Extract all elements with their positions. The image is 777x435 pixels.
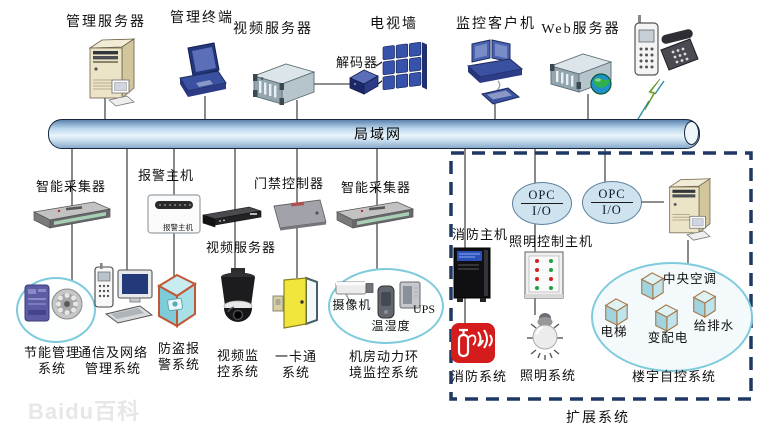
temp-humidity-label: 温湿度 bbox=[371, 319, 411, 333]
alarm-host-label: 报警主机 bbox=[137, 168, 195, 183]
burglar-alarm-cube-icon bbox=[155, 272, 199, 330]
burglar-system-label: 防盗报警系统 bbox=[157, 341, 201, 372]
hvac-cube-icon bbox=[638, 270, 666, 302]
elevator-label: 电梯 bbox=[600, 325, 628, 339]
lighting-host-label: 照明控制主机 bbox=[508, 234, 594, 249]
power-label: 变配电 bbox=[647, 331, 689, 345]
opc-divider bbox=[520, 203, 564, 204]
water-label: 给排水 bbox=[693, 319, 735, 333]
smart-collector-icon bbox=[32, 200, 112, 230]
machine-room-system-label: 机房动力环境监控系统 bbox=[348, 349, 420, 380]
mgmt-server-label: 管理服务器 bbox=[66, 15, 146, 30]
io-label: I/O bbox=[532, 204, 552, 218]
monitor-client-label: 监控客户机 bbox=[456, 17, 536, 32]
tv-wall-label: 电视墙 bbox=[370, 17, 418, 32]
watermark: Baidu百科 bbox=[28, 399, 141, 424]
dvr-icon bbox=[201, 205, 263, 229]
machine-room-ellipse bbox=[328, 268, 444, 344]
camera-label: 摄像机 bbox=[332, 298, 372, 312]
bas-system-label: 楼宇自控系统 bbox=[631, 369, 717, 384]
phone-fax-icon bbox=[628, 12, 700, 90]
door-controller-icon bbox=[270, 198, 328, 232]
opc-label: OPC bbox=[598, 187, 626, 201]
temp-humidity-sensor-icon bbox=[374, 284, 398, 322]
lighting-system-label: 照明系统 bbox=[519, 368, 577, 383]
dvr-label: 视频服务器 bbox=[205, 240, 277, 255]
opc-divider bbox=[590, 202, 634, 203]
rack-server-icon bbox=[252, 62, 316, 106]
bas-tower-pc-icon bbox=[662, 176, 714, 242]
ups-icon bbox=[398, 280, 422, 310]
decoder-label: 解码器 bbox=[335, 55, 379, 70]
network-system-label: 通信及网络管理系统 bbox=[77, 345, 149, 376]
opc-io-gateway: OPC I/O bbox=[512, 182, 572, 225]
power-cube-icon bbox=[652, 302, 680, 334]
alarm-panel-text: 报警主机 bbox=[163, 223, 193, 232]
lan-label: 局域网 bbox=[354, 128, 402, 143]
lighting-panel-icon bbox=[523, 250, 565, 302]
bullet-camera-icon bbox=[334, 276, 376, 302]
energy-card-icon bbox=[24, 284, 50, 322]
water-cube-icon bbox=[690, 288, 718, 320]
fire-host-cabinet-icon bbox=[451, 246, 493, 304]
ups-label: UPS bbox=[412, 302, 436, 316]
alarm-panel-icon bbox=[147, 194, 201, 234]
collector-right-label: 智能采集器 bbox=[340, 180, 412, 195]
io-label: I/O bbox=[602, 203, 622, 217]
extension-box-label: 扩展系统 bbox=[566, 411, 630, 426]
door-controller-label: 门禁控制器 bbox=[253, 176, 325, 191]
lan-bus: 局域网 bbox=[48, 119, 700, 149]
fire-host-label: 消防主机 bbox=[451, 227, 509, 242]
web-server-icon bbox=[549, 52, 615, 98]
cctv-system-label: 视频监控系统 bbox=[216, 348, 260, 379]
hvac-label: 中央空调 bbox=[662, 272, 718, 286]
energy-system-label: 节能管理系统 bbox=[23, 345, 81, 376]
elevator-cube-icon bbox=[602, 296, 630, 328]
tv-wall-icon bbox=[382, 38, 428, 92]
web-server-label: Web服务器 bbox=[541, 22, 621, 37]
tower-server-icon bbox=[82, 36, 138, 108]
wireless-link-icon bbox=[637, 78, 665, 120]
onecard-system-label: 一卡通系统 bbox=[274, 349, 318, 380]
terminal-monitor-icon bbox=[176, 42, 228, 100]
decoder-icon bbox=[348, 68, 380, 96]
opc-io-gateway: OPC I/O bbox=[582, 181, 642, 224]
door-icon bbox=[272, 274, 320, 330]
meter-wheel-icon bbox=[50, 287, 84, 321]
phone-computer-icon bbox=[92, 262, 158, 330]
monitor-client-icon bbox=[466, 36, 524, 108]
mgmt-terminal-label: 管理终端 bbox=[170, 11, 234, 26]
extension-box-border bbox=[449, 151, 753, 401]
light-bulb-icon bbox=[525, 310, 565, 362]
fire-extinguisher-icon bbox=[450, 322, 496, 364]
smart-collector-icon bbox=[335, 200, 415, 230]
lan-pipe-endcap bbox=[684, 121, 699, 145]
fire-system-label: 消防系统 bbox=[450, 369, 508, 384]
opc-label: OPC bbox=[528, 188, 556, 202]
collector-left-label: 智能采集器 bbox=[35, 179, 107, 194]
video-server-label: 视频服务器 bbox=[233, 22, 313, 37]
dome-camera-icon bbox=[211, 268, 265, 340]
